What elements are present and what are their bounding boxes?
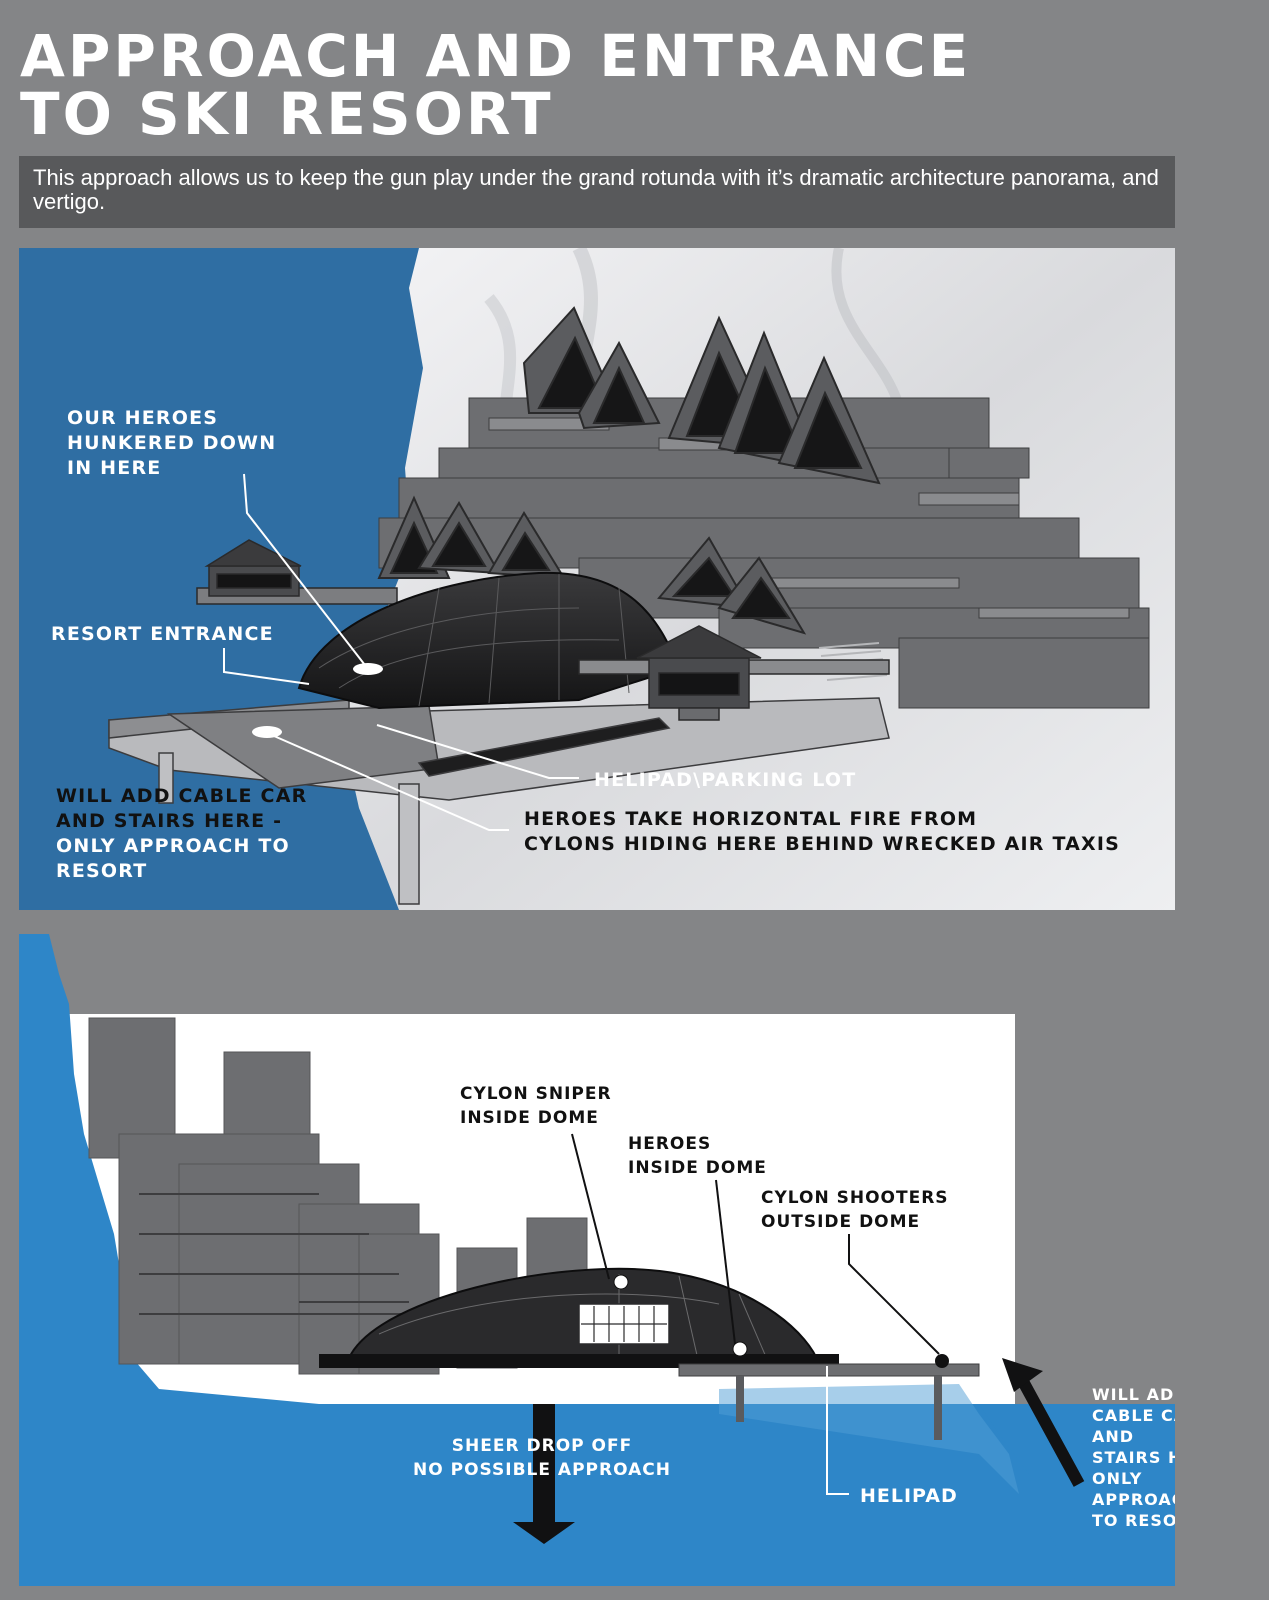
label-cable-car: WILL ADD CABLE CAR AND STAIRS HERE - ONL…	[56, 784, 307, 884]
sniper-marker	[613, 1274, 629, 1290]
label-sheer-drop-line-1: SHEER DROP OFF	[451, 1436, 633, 1456]
label-cable-car-side-line-3: AND	[1092, 1427, 1135, 1446]
label-cylon-sniper-line-1: CYLON SNIPER	[460, 1084, 612, 1104]
label-cable-car-side-line-5: ONLY	[1092, 1469, 1143, 1488]
cable-car-arrow	[1002, 1358, 1085, 1487]
label-horizontal-fire-line-2: CYLONS HIDING HERE BEHIND WRECKED AIR TA…	[524, 833, 1121, 855]
label-heroes-hunkered-line-2: HUNKERED DOWN	[67, 432, 277, 454]
label-cable-car-line-1: WILL ADD CABLE CAR	[56, 785, 308, 807]
label-cylon-shooters-line-2: OUTSIDE DOME	[761, 1212, 921, 1232]
shooters-marker	[935, 1354, 949, 1368]
description-text: This approach allows us to keep the gun …	[33, 165, 1159, 214]
label-cable-car-side: WILL ADD CABLE CAR AND STAIRS HERE ONLY …	[1092, 1384, 1175, 1531]
label-horizontal-fire-line-1: HEROES TAKE HORIZONTAL FIRE FROM	[524, 808, 978, 830]
resort-side-section-illustration	[19, 934, 1175, 1586]
label-heroes-hunkered: OUR HEROES HUNKERED DOWN IN HERE	[67, 406, 276, 481]
label-cable-car-line-2: AND STAIRS HERE -	[56, 810, 283, 832]
label-cable-car-side-line-1: WILL ADD	[1092, 1385, 1175, 1404]
helipad-marker	[252, 726, 282, 738]
resort-side-section: CYLON SNIPER INSIDE DOME HEROES INSIDE D…	[19, 934, 1175, 1586]
label-heroes-hunkered-line-1: OUR HEROES	[67, 407, 219, 429]
label-helipad: HELIPAD	[860, 1485, 958, 1507]
label-only-approach-line-2: RESORT	[56, 860, 148, 882]
label-heroes-inside: HEROES INSIDE DOME	[628, 1132, 767, 1180]
label-cable-car-side-line-6: APPROACH	[1092, 1490, 1175, 1509]
description-box: This approach allows us to keep the gun …	[19, 156, 1175, 228]
label-horizontal-fire: HEROES TAKE HORIZONTAL FIRE FROM CYLONS …	[524, 807, 1120, 857]
label-only-approach-line-1: ONLY APPROACH TO	[56, 835, 290, 857]
label-cable-car-side-line-7: TO RESORT	[1092, 1511, 1175, 1530]
page-title-line-1: APPROACH AND ENTRANCE	[20, 22, 972, 90]
label-heroes-hunkered-line-3: IN HERE	[67, 457, 162, 479]
label-cylon-shooters: CYLON SHOOTERS OUTSIDE DOME	[761, 1186, 949, 1234]
label-helipad-parking: HELIPAD\PARKING LOT	[594, 769, 857, 791]
resort-perspective-render: OUR HEROES HUNKERED DOWN IN HERE RESORT …	[19, 248, 1175, 910]
label-cable-car-side-line-2: CABLE CAR	[1092, 1406, 1175, 1425]
label-cylon-sniper-line-2: INSIDE DOME	[460, 1108, 599, 1128]
label-sheer-drop: SHEER DROP OFF NO POSSIBLE APPROACH	[397, 1434, 687, 1482]
label-heroes-inside-line-1: HEROES	[628, 1134, 712, 1154]
label-resort-entrance: RESORT ENTRANCE	[51, 623, 274, 645]
page-title-line-2: TO SKI RESORT	[20, 80, 554, 148]
resort-perspective-illustration	[108, 248, 1175, 910]
heroes-marker	[732, 1341, 748, 1357]
label-cylon-shooters-line-1: CYLON SHOOTERS	[761, 1188, 949, 1208]
label-cylon-sniper: CYLON SNIPER INSIDE DOME	[460, 1082, 612, 1130]
label-sheer-drop-line-2: NO POSSIBLE APPROACH	[413, 1460, 671, 1480]
label-cable-car-side-line-4: STAIRS HERE	[1092, 1448, 1175, 1467]
label-heroes-inside-line-2: INSIDE DOME	[628, 1158, 767, 1178]
